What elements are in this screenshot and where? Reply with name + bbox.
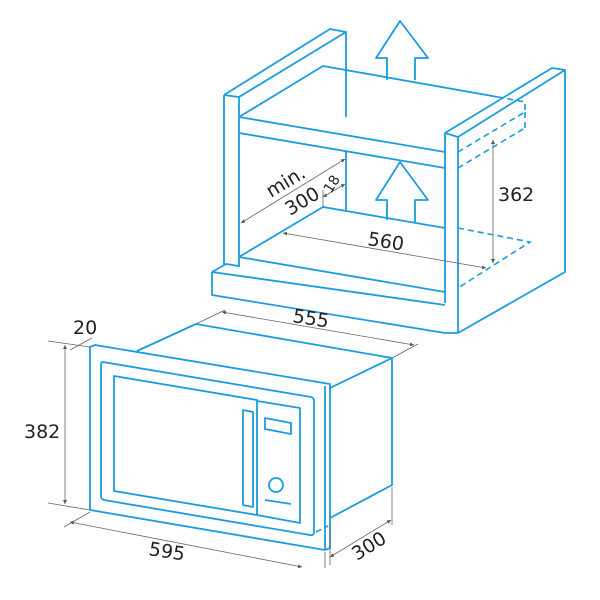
depth-dimension-line <box>240 158 346 224</box>
body-width-value: 555 <box>291 305 330 332</box>
body-width-dimension <box>221 310 415 347</box>
extension-line <box>47 340 91 348</box>
arrow-up-icon <box>375 20 429 80</box>
cabinet-left-post <box>223 28 347 267</box>
display-window <box>264 417 292 435</box>
cabinet-top-shelf <box>238 65 499 169</box>
hidden-shelf-edge <box>457 96 526 169</box>
extension-line <box>391 343 419 359</box>
extension-line <box>195 309 226 325</box>
extension-line <box>63 511 91 528</box>
frame-width-value: 595 <box>147 538 186 565</box>
cabinet-plinth <box>211 263 458 334</box>
gap-value: 18 <box>321 173 344 197</box>
microwave: 20 382 555 595 300 <box>24 305 419 569</box>
depth-dimension <box>329 519 392 558</box>
frame-depth-dimension <box>69 337 93 351</box>
microwave-frame <box>89 344 331 551</box>
arrow-up-icon <box>375 161 429 222</box>
microwave-door <box>100 361 315 537</box>
microwave-window <box>113 375 258 516</box>
door-handle <box>242 409 254 508</box>
frame-depth-value: 20 <box>73 317 97 339</box>
gap-dimension-line <box>322 183 346 198</box>
frame-width-dimension <box>69 520 303 569</box>
extension-line <box>47 502 91 511</box>
button-strip <box>264 499 292 505</box>
cabinet-niche: min. 300 18 560 362 <box>211 20 566 334</box>
control-knob <box>268 477 284 493</box>
microwave-height-value: 382 <box>24 421 60 443</box>
control-panel <box>256 400 301 524</box>
width-dimension-line <box>282 231 487 270</box>
width-value: 560 <box>366 228 405 255</box>
hidden-body-edge <box>315 525 329 533</box>
microwave-depth-value: 300 <box>348 527 390 565</box>
height-value: 362 <box>498 184 534 206</box>
cabinet-right-post <box>444 67 566 334</box>
hidden-floor-edge <box>457 227 533 289</box>
